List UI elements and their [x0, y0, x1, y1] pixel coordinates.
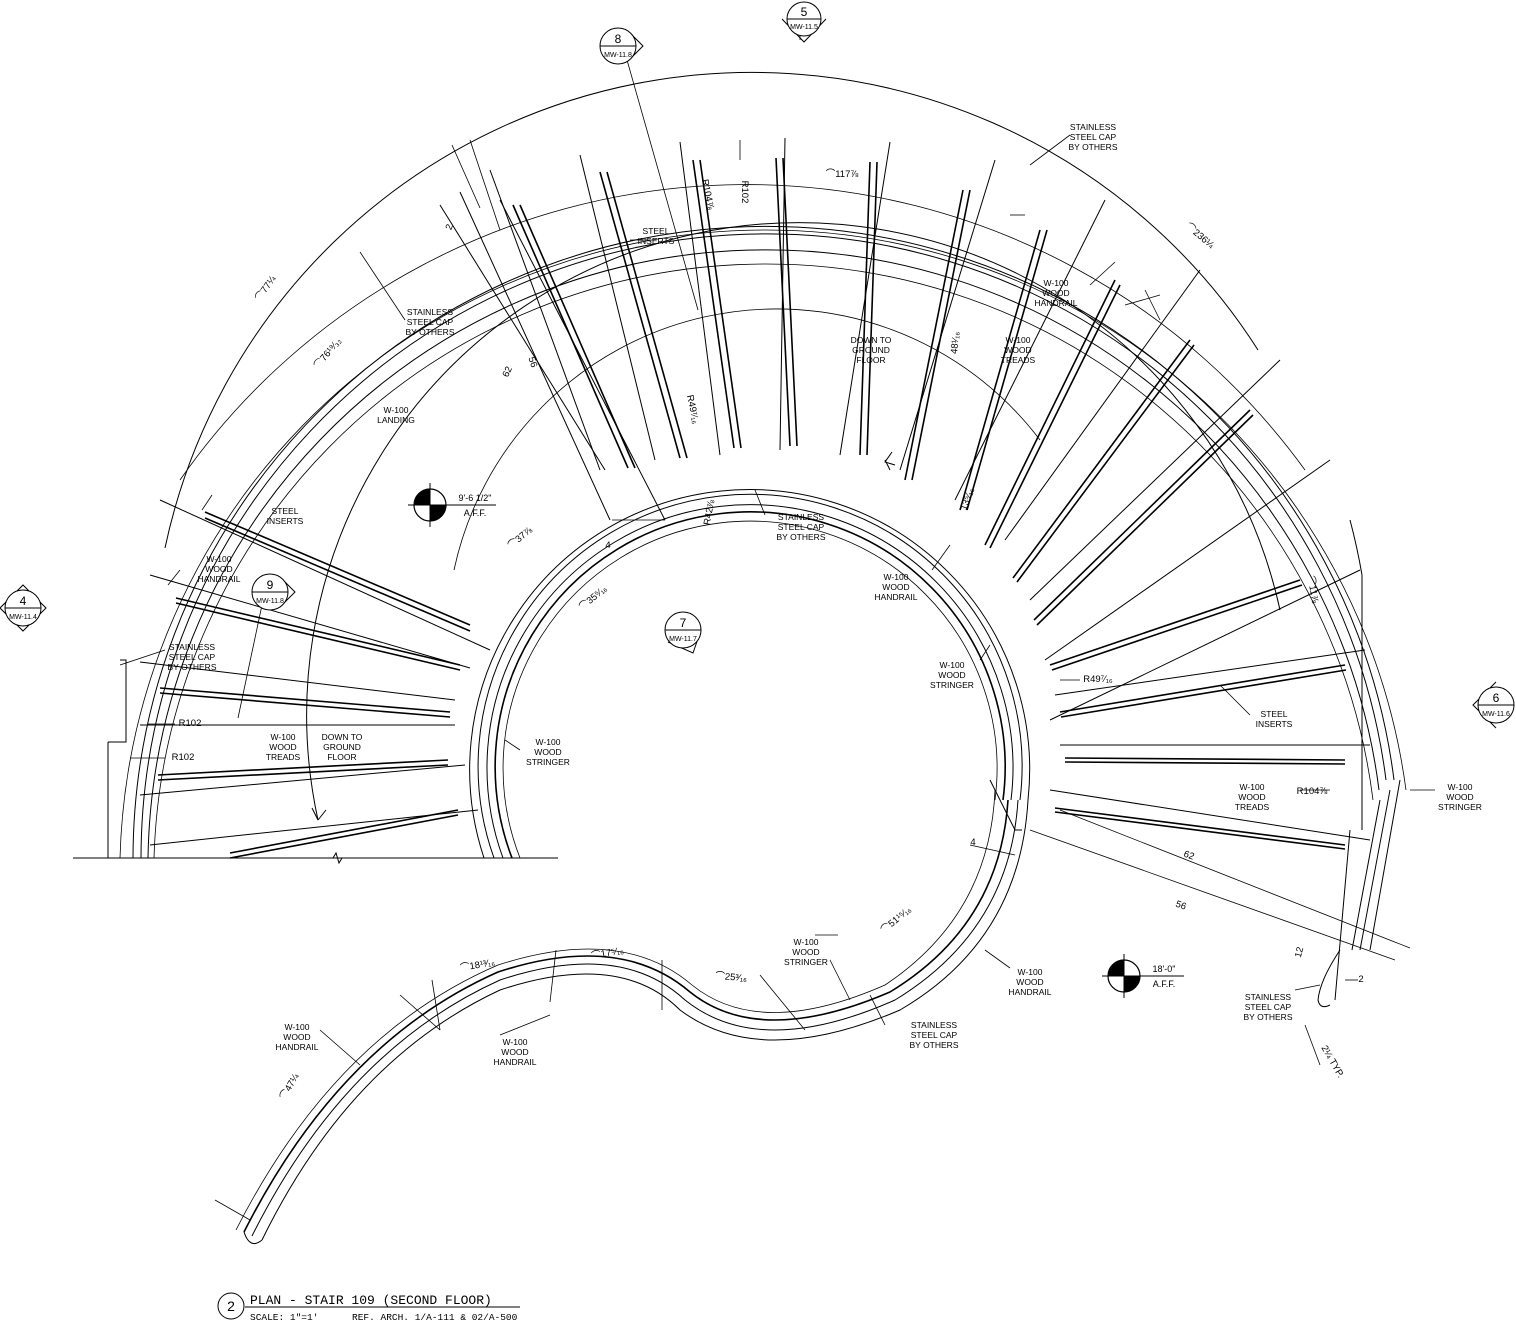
dimension-label: 56: [1174, 899, 1188, 913]
dimension-label: ⌒35⁵⁄₁₆: [577, 583, 609, 613]
dimension-label: 4: [605, 540, 610, 551]
section-tag[interactable]: 8 MW-11.8: [599, 27, 644, 65]
dimension-label: 2: [1358, 974, 1363, 985]
dimension-label: ⌒51¹⁵⁄₁₆: [879, 904, 914, 936]
title-scale: SCALE: 1"=1': [250, 1312, 318, 1323]
section-tag-number: 5: [801, 5, 808, 19]
section-tag-sheet: MW-11.7: [669, 636, 697, 643]
section-tag-number: 8: [615, 32, 622, 46]
elevation-height: 18'-0": [1153, 964, 1176, 974]
dimension-label: 2: [444, 223, 456, 232]
section-tag[interactable]: 4 MW-11.4: [0, 584, 47, 632]
dimension-label: ⌒37⅞: [506, 525, 535, 551]
dimension-label: R102: [172, 752, 195, 763]
page-title: PLAN - STAIR 109 (SECOND FLOOR): [250, 1293, 492, 1308]
dimension-label: 56: [526, 355, 540, 368]
drawing-title-block: 2 PLAN - STAIR 109 (SECOND FLOOR) SCALE:…: [217, 1292, 520, 1323]
section-tag-number: 7: [680, 616, 687, 630]
dimension-label: 13⁵⁄₁₆: [959, 486, 977, 512]
dimension-label: R42⅞: [702, 499, 717, 526]
dimension-label: R49⁷⁄₁₆: [684, 394, 701, 425]
dimension-label: 62: [1182, 849, 1196, 863]
dimension-label: R104⅞: [1297, 786, 1328, 797]
title-reference: REF. ARCH. 1/A-111 & 02/A-500: [352, 1312, 518, 1323]
section-tag-sheet: MW-11.8: [256, 598, 284, 605]
section-tag[interactable]: 7 MW-11.7: [664, 611, 702, 654]
dimension-label: ⌒47¼: [278, 1071, 302, 1102]
dimension-label: 12: [1293, 946, 1306, 959]
elevation-marker: 9'-6 1/2" A.F.F.: [408, 483, 496, 527]
elevation-height: 9'-6 1/2": [459, 493, 492, 503]
section-tag-number: 4: [20, 594, 27, 608]
section-tag[interactable]: 5 MW-11.5: [781, 1, 827, 43]
section-tag-sheet: MW-11.8: [604, 52, 632, 59]
section-tag[interactable]: 9 MW-11.8: [251, 573, 296, 611]
section-tag[interactable]: 6 MW-11.6: [1472, 681, 1515, 729]
dimension-label: ⌒236¼: [1183, 221, 1216, 252]
elevation-ref: A.F.F.: [1153, 979, 1176, 989]
dimension-label: ⌒117⅞: [826, 169, 859, 180]
section-tag-number: 6: [1493, 691, 1500, 705]
section-tag-number: 9: [267, 578, 274, 592]
dimension-label: R102: [179, 718, 202, 729]
dimension-label: 2¼ TYP.: [1319, 1044, 1346, 1080]
elevation-ref: A.F.F.: [464, 508, 487, 518]
section-tag-sheet: MW-11.5: [790, 24, 818, 31]
dimension-label: 48¹⁄₁₆: [949, 331, 962, 354]
dimension-label: ⌒18¹³⁄₁₆: [459, 957, 496, 974]
title-number: 2: [227, 1298, 235, 1314]
stair-geometry: [73, 15, 1435, 1245]
dimension-label: ⌒77¼: [253, 273, 279, 303]
dimension-label: ⌒11⅞: [1305, 575, 1321, 604]
dimension-label: R102: [739, 181, 750, 204]
dimension-label: ⌒76¹⁹⁄₃₂: [312, 336, 344, 371]
elevation-marker: 18'-0" A.F.F.: [1102, 954, 1184, 998]
dimension-label: R104⅞: [699, 178, 716, 210]
section-tag-sheet: MW-11.6: [1482, 711, 1510, 718]
section-tag-sheet: MW-11.4: [9, 614, 37, 621]
dimension-label: ⌒25³⁄₁₆: [715, 971, 748, 985]
dimension-label: 4: [970, 837, 975, 848]
dimension-label: 62: [501, 365, 515, 379]
dimension-label: R49⁷⁄₁₆: [1083, 674, 1113, 685]
